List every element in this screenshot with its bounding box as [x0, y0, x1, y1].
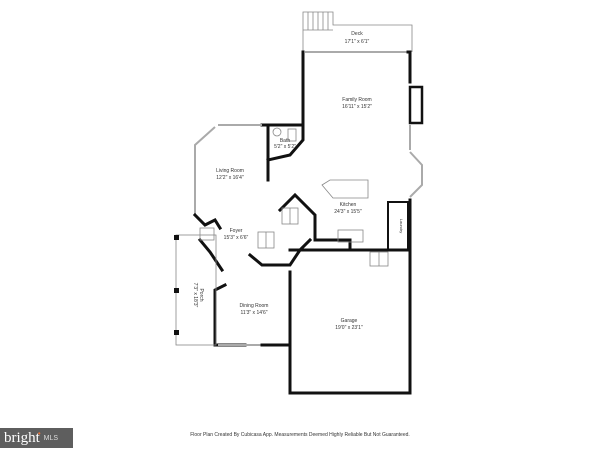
room-size-foyer: 15'3" x 6'6"	[224, 235, 249, 241]
room-name-kitchen: Kitchen	[340, 202, 357, 208]
sink	[272, 127, 282, 137]
stove	[337, 229, 364, 243]
laundry-closet	[387, 201, 409, 251]
room-name-garage: Garage	[341, 318, 358, 324]
disclaimer: Floor Plan Created By Cubicasa App. Meas…	[190, 432, 410, 438]
deck	[302, 11, 413, 52]
room-size-garage: 19'0" x 23'1"	[335, 325, 363, 331]
room-name-bath: Bath	[280, 138, 291, 144]
room-name-dining-room: Dining Room	[240, 303, 269, 309]
room-name-living-room: Living Room	[216, 168, 244, 174]
logo-suffix: MLS	[43, 434, 59, 442]
room-name-laundry: Laundry	[399, 219, 404, 233]
toilet	[287, 128, 297, 142]
stairs	[199, 207, 389, 267]
logo-dot-icon: •	[37, 428, 41, 438]
porch	[174, 234, 217, 346]
bright-mls-logo: bright• MLS	[0, 428, 73, 448]
room-size-family-room: 16'11" x 15'2"	[342, 104, 372, 110]
room-size-dining-room: 11'3" x 14'6"	[240, 310, 267, 316]
room-name-deck: Deck	[351, 31, 363, 37]
walls	[192, 50, 424, 395]
room-size-deck: 17'1" x 6'1"	[345, 39, 370, 45]
kitchen-island	[321, 179, 369, 199]
room-size-bath: 5'2" x 5'2"	[274, 144, 296, 150]
logo-brand: bright	[4, 429, 40, 446]
room-name-porch: Porch	[198, 288, 204, 301]
fireplace	[408, 85, 424, 125]
room-name-family-room: Family Room	[342, 97, 371, 103]
room-name-foyer: Foyer	[230, 228, 243, 234]
room-size-kitchen: 24'3" x 15'5"	[334, 209, 362, 215]
room-size-living-room: 12'2" x 16'4"	[216, 175, 244, 181]
room-size-porch: 7'3" x 18'3"	[192, 283, 198, 308]
